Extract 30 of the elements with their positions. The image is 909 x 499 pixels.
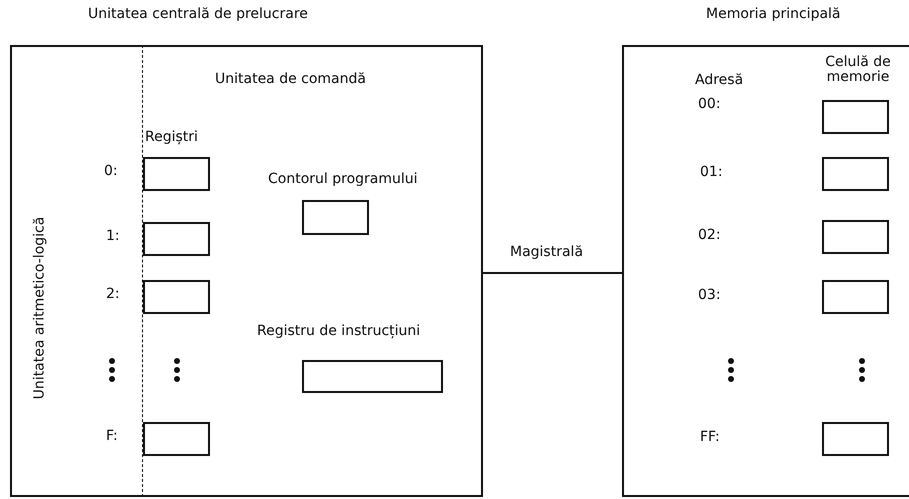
box-label: Registru de instrucțiuni	[257, 324, 420, 339]
box-label: Contorul programului	[268, 172, 418, 187]
bus-line	[483, 272, 622, 274]
register-box	[822, 100, 889, 134]
region-title: Unitatea aritmetico-logică	[31, 216, 48, 400]
column-label: 0:	[104, 164, 118, 179]
column-label: Celulă de memorie	[824, 55, 892, 84]
column-label: 01:	[700, 165, 723, 180]
register-box	[302, 200, 369, 235]
register-box	[822, 280, 889, 314]
region-title: Unitatea de comandă	[215, 71, 366, 87]
column-label: F:	[106, 429, 118, 444]
column-label: 1:	[106, 229, 120, 244]
register-box	[143, 422, 210, 456]
register-box	[302, 360, 443, 393]
column-label: 2:	[106, 287, 120, 302]
column-label: 03:	[698, 288, 721, 303]
column-label: 00:	[698, 97, 721, 112]
register-box	[822, 157, 889, 191]
register-box	[143, 222, 210, 256]
unit-heading: Memoria principală	[706, 6, 840, 22]
register-box	[143, 280, 210, 314]
column-label: Regiștri	[145, 130, 198, 145]
unit-heading: Unitatea centrală de prelucrare	[88, 6, 308, 22]
register-box	[143, 157, 210, 191]
column-label: 02:	[698, 228, 721, 243]
column-label: Adresă	[695, 73, 744, 88]
register-box	[822, 422, 889, 456]
register-box	[822, 220, 889, 254]
column-label: FF:	[700, 430, 720, 445]
